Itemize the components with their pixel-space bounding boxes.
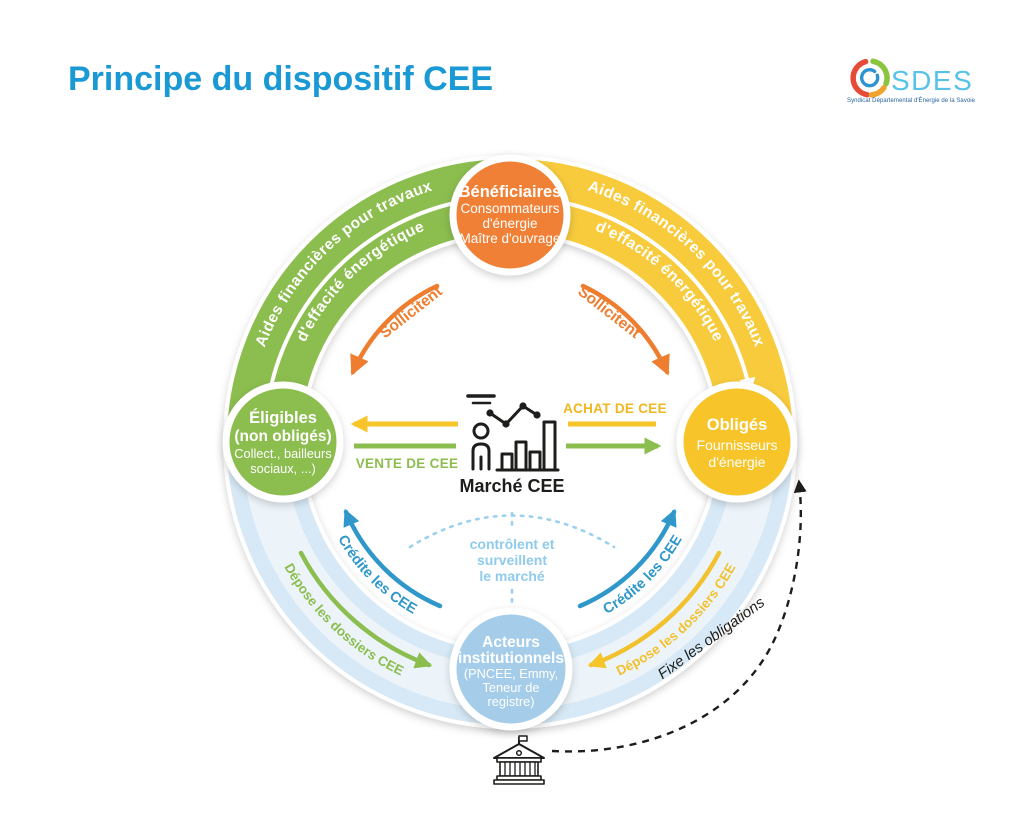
controle-line2: surveillent [477,552,547,568]
node-beneficiaires [449,154,571,276]
depose-arrow-right [587,550,722,669]
achat-label: ACHAT DE CEE [563,401,667,416]
controle-dashed-link [408,511,616,606]
node-beneficiaires-line2: d'énergie [482,216,537,231]
node-acteurs-line2: Teneur de [483,680,540,695]
logo-tagline: Syndicat Départemental d'Énergie de la S… [847,97,976,104]
market-arrows: ACHAT DE CEE VENTE DE CEE [350,401,667,471]
node-beneficiaires-circle [449,154,571,276]
node-acteurs-circle [449,607,573,731]
node-acteurs-title: Acteurs [482,634,540,651]
node-eligibles-subtitle: (non obligés) [234,428,331,445]
controle-label: contrôlent et surveillent le marché [470,536,555,584]
node-eligibles-line1: Collect., bailleurs [234,446,331,461]
node-obliges-text: Obligés Fournisseurs d'énergie [697,416,778,470]
sdes-logo-mark-icon [850,58,890,98]
vente-label: VENTE DE CEE [356,456,459,471]
node-beneficiaires-line1: Consommateurs [460,201,559,216]
node-obliges-line2: d'énergie [708,454,765,470]
node-acteurs [449,607,573,731]
node-beneficiaires-line3: Maître d'ouvrage [460,231,561,246]
node-acteurs-text: Acteurs institutionnels (PNCEE, Emmy, Te… [458,634,564,709]
node-beneficiaires-text: Bénéficiaires Consommateurs d'énergie Ma… [459,183,562,246]
marche-cee-icon [466,394,560,472]
node-obliges-circle [676,381,798,503]
logo-text: SDES [891,65,973,96]
node-obliges-title: Obligés [707,416,768,434]
node-obliges [676,381,798,503]
node-eligibles-text: Éligibles (non obligés) Collect., baille… [234,408,331,476]
node-eligibles-circle [222,381,344,503]
node-acteurs-line1: (PNCEE, Emmy, [464,666,558,681]
ring-band-light-blue-inner [242,442,778,710]
node-eligibles [222,381,344,503]
marche-cee-label: Marché CEE [459,476,564,496]
depose-arrow-left [298,550,433,669]
credite-arrow-left [343,508,443,609]
node-acteurs-line3: registre) [488,694,535,709]
credite-arrow-right [577,508,677,609]
sollicitent-arrow-left [350,283,440,376]
node-obliges-line1: Fournisseurs [697,437,778,453]
sdes-logo: SDES Syndicat Départemental d'Énergie de… [847,58,976,104]
sollicitent-arrow-right [580,283,670,376]
node-acteurs-title2: institutionnels [458,650,564,667]
sollicitent-label-right: Sollicitent [574,283,643,342]
aides-arrow-left [268,192,480,392]
ring-bands [222,154,798,729]
controle-line3: le marché [479,568,545,584]
page-title: Principe du dispositif CEE [68,60,493,98]
node-eligibles-line2: sociaux, ...) [250,461,315,476]
aides-arrow-right [543,197,756,395]
node-eligibles-title: Éligibles [249,408,317,427]
sollicitent-label-left: Sollicitent [377,283,446,342]
node-beneficiaires-title: Bénéficiaires [459,183,562,201]
government-building-icon [493,735,545,785]
controle-line1: contrôlent et [470,536,555,552]
